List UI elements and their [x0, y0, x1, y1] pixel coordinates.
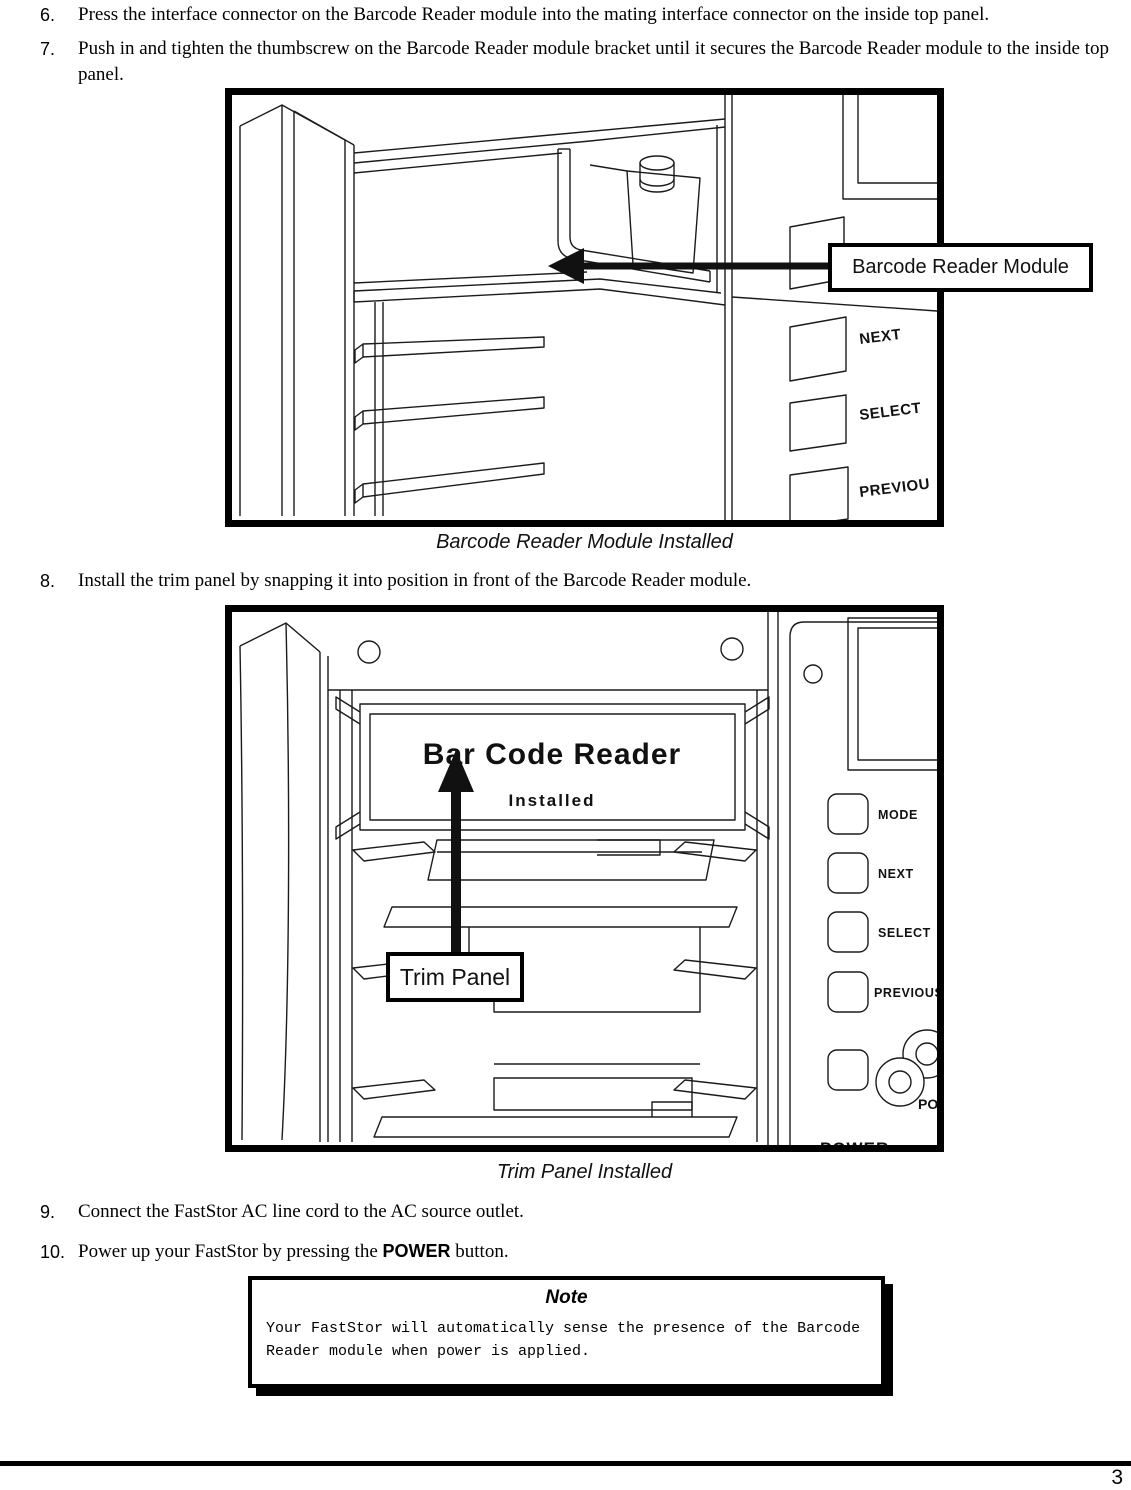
step-text: Press the interface connector on the Bar…	[78, 4, 990, 25]
figure2-previous-label: PREVIOUS	[874, 986, 937, 1000]
display-window-drawing	[847, 617, 937, 771]
step-number: 7.	[40, 39, 56, 59]
note-body: Your FastStor will automatically sense t…	[266, 1320, 861, 1361]
screw-hole	[720, 637, 744, 661]
figure1-previous-label: PREVIOU	[858, 475, 931, 501]
trim-panel-callout: Trim Panel	[386, 952, 524, 1002]
step-text-before: Power up your FastStor by pressing the	[78, 1241, 383, 1262]
step-8: 8. Install the trim panel by snapping it…	[40, 568, 1124, 594]
figure1-select-button-drawing	[789, 394, 847, 452]
step-number: 9.	[40, 1202, 56, 1222]
figure-barcode-reader-module-installed: NEXT SELECT PREVIOU	[225, 88, 944, 527]
figure1-select-label: SELECT	[858, 400, 922, 424]
step-number: 6.	[40, 5, 56, 25]
step-7: 7. Push in and tighten the thumbscrew on…	[40, 36, 1124, 88]
thumbscrew-drawing	[639, 155, 675, 193]
step-text: Connect the FastStor AC line cord to the…	[78, 1201, 524, 1222]
display-line2: Installed	[509, 791, 596, 810]
figure1-caption: Barcode Reader Module Installed	[436, 531, 733, 553]
key-lock-icon	[875, 1029, 937, 1107]
figure2-power-button-drawing	[827, 1049, 869, 1091]
footer-rule	[0, 1461, 1131, 1466]
figure2-previous-button-drawing	[827, 971, 869, 1013]
callout-arrow-up	[438, 750, 474, 958]
trim-panel-drawing	[359, 703, 746, 831]
figure2-power-label-cutoff: POWER	[820, 1139, 889, 1145]
figure1-next-label: NEXT	[858, 326, 902, 348]
step-text: Power up your FastStor by pressing the P…	[78, 1239, 1124, 1265]
figure2-mode-label: MODE	[878, 808, 918, 822]
figure2-front-drawing	[239, 612, 937, 1145]
figure-trim-panel-installed: Bar Code Reader Installed MODE NEXT SELE…	[225, 605, 944, 1152]
step-6: 6. Press the interface connector on the …	[40, 2, 1124, 28]
step-9: 9. Connect the FastStor AC line cord to …	[40, 1199, 1124, 1225]
figure2-select-label: SELECT	[878, 926, 931, 940]
figure2-select-button-drawing	[827, 911, 869, 953]
callout-arrow-left	[548, 248, 830, 284]
figure2-next-button-drawing	[827, 852, 869, 894]
figure1-line-art: NEXT SELECT PREVIOU	[239, 95, 937, 520]
figure1-cabinet-drawing	[239, 95, 937, 520]
figure2-next-label: NEXT	[878, 867, 914, 881]
screw-hole	[357, 640, 381, 664]
figure1-previous-button-drawing	[789, 466, 849, 520]
barcode-reader-module-callout: Barcode Reader Module	[828, 243, 1093, 292]
page-number: 3	[1111, 1466, 1123, 1489]
display-line1: Bar Code Reader	[423, 738, 681, 771]
step-text-after: button.	[450, 1241, 509, 1262]
note-box: Note Your FastStor will automatically se…	[248, 1276, 885, 1388]
screw-hole	[803, 664, 823, 684]
power-button-word: POWER	[382, 1241, 451, 1261]
step-10: 10. Power up your FastStor by pressing t…	[40, 1239, 1124, 1265]
figure2-caption: Trim Panel Installed	[496, 1161, 673, 1183]
barcode-reader-module-drawing	[626, 170, 701, 274]
step-text: Install the trim panel by snapping it in…	[78, 570, 752, 591]
figure2-power-short-label: PO	[918, 1096, 937, 1112]
step-number: 10.	[40, 1242, 66, 1262]
step-text: Push in and tighten the thumbscrew on th…	[78, 38, 1109, 86]
figure1-next-button-drawing	[789, 316, 847, 382]
note-title: Note	[545, 1287, 588, 1308]
figure2-mode-button-drawing	[827, 793, 869, 835]
step-number: 8.	[40, 571, 56, 591]
figure2-line-art: Bar Code Reader Installed MODE NEXT SELE…	[239, 612, 937, 1145]
